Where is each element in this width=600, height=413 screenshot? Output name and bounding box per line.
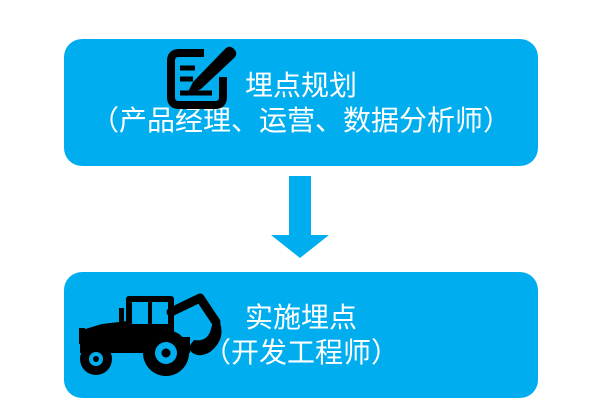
excavator-icon bbox=[76, 290, 228, 378]
down-arrow-connector bbox=[271, 176, 329, 258]
step-subtitle-implementation: （开发工程师） bbox=[202, 337, 399, 368]
step-subtitle-planning: （产品经理、运营、数据分析师） bbox=[90, 104, 511, 136]
step-title-planning: 埋点规划 bbox=[244, 69, 357, 101]
step-title-implementation: 实施埋点 bbox=[244, 302, 357, 333]
step-box-implementation: 实施埋点 （开发工程师） bbox=[64, 272, 538, 398]
step-box-planning: 埋点规划 （产品经理、运营、数据分析师） bbox=[64, 39, 538, 166]
compose-pencil-icon bbox=[164, 41, 240, 109]
